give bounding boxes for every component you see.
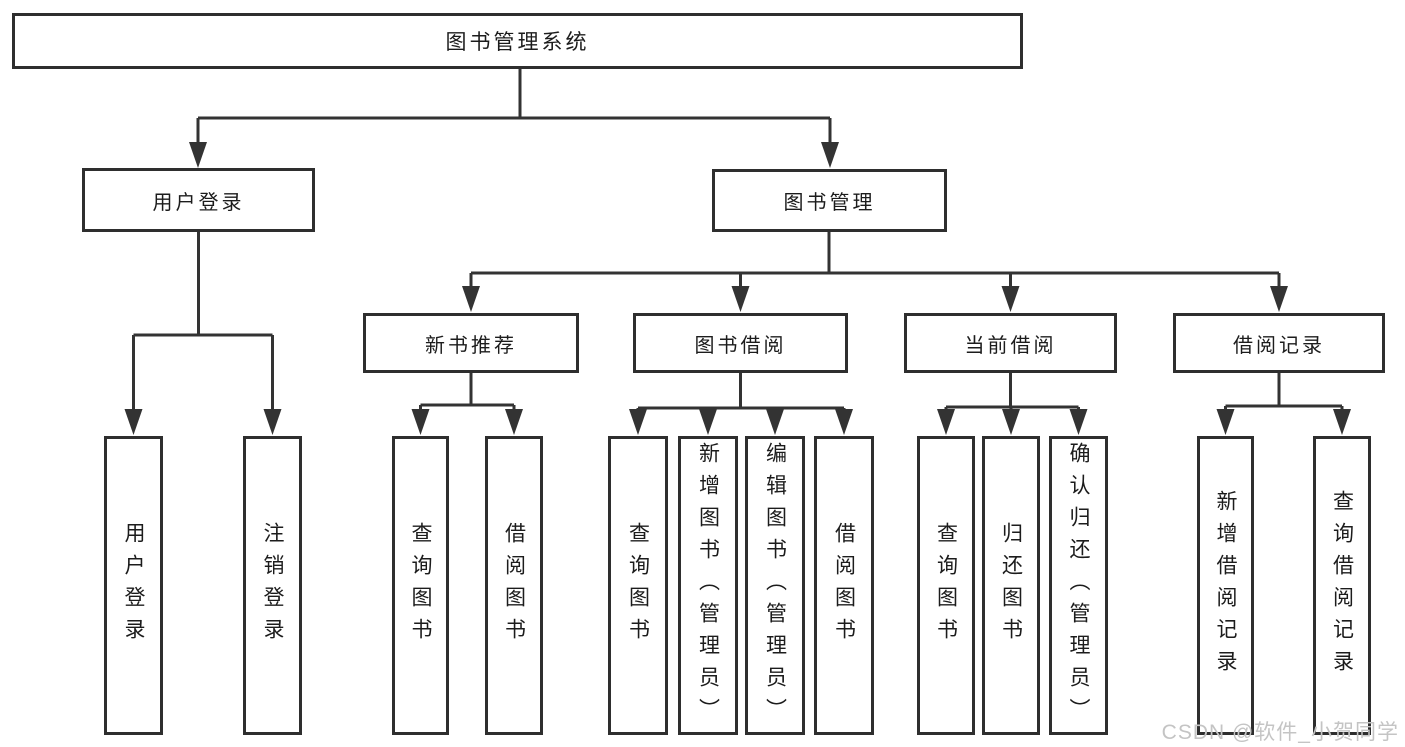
node-label: 图书管理 [783,192,876,214]
node-label: 确认归还（管理员） [1067,441,1090,730]
node-logout: 注销登录 [243,436,302,735]
node-label: 用户登录 [122,521,145,650]
node-label: 借阅图书 [502,521,526,650]
node-label: 查询借阅记录 [1330,489,1354,682]
node-label: 借阅记录 [1233,334,1325,357]
node-confirm-return-admin: 确认归还（管理员） [1049,436,1108,735]
node-label: 当前借阅 [964,334,1057,357]
node-borrow-books: 借阅图书 [814,436,874,735]
node-label: 查询图书 [934,521,958,650]
arrowheads [124,142,1351,435]
node-query-books-current: 查询图书 [917,436,975,735]
node-user-login-leaf: 用户登录 [104,436,163,735]
node-return-books: 归还图书 [982,436,1040,735]
node-book-management: 图书管理 [712,169,947,232]
node-label: 用户登录 [152,191,245,214]
node-label: 图书借阅 [694,334,787,357]
node-label: 注销登录 [261,521,284,650]
node-add-borrow-record: 新增借阅记录 [1197,436,1254,735]
node-label: 新增图书（管理员） [696,441,720,730]
node-book-borrowing: 图书借阅 [633,313,848,373]
node-system-root: 图书管理系统 [12,13,1023,69]
node-label: 图书管理系统 [445,31,590,54]
node-borrow-books-recommend: 借阅图书 [485,436,543,735]
node-label: 编辑图书（管理员） [763,441,787,730]
node-user-login: 用户登录 [82,168,315,232]
node-label: 新书推荐 [425,334,517,357]
node-new-book-recommend: 新书推荐 [363,313,579,373]
node-query-books-borrow: 查询图书 [608,436,668,735]
node-label: 查询图书 [626,521,650,650]
node-label: 归还图书 [999,521,1023,650]
node-query-books-recommend: 查询图书 [392,436,449,735]
node-edit-books-admin: 编辑图书（管理员） [745,436,805,735]
node-label: 查询图书 [409,521,432,650]
node-label: 新增借阅记录 [1214,489,1237,682]
csdn-watermark: CSDN @软件_小贺同学 [1161,721,1399,744]
node-borrowing-records: 借阅记录 [1173,313,1385,373]
node-query-borrow-record: 查询借阅记录 [1313,436,1371,735]
node-add-books-admin: 新增图书（管理员） [678,436,738,735]
node-label: 借阅图书 [832,521,856,650]
node-current-borrowing: 当前借阅 [904,313,1117,373]
